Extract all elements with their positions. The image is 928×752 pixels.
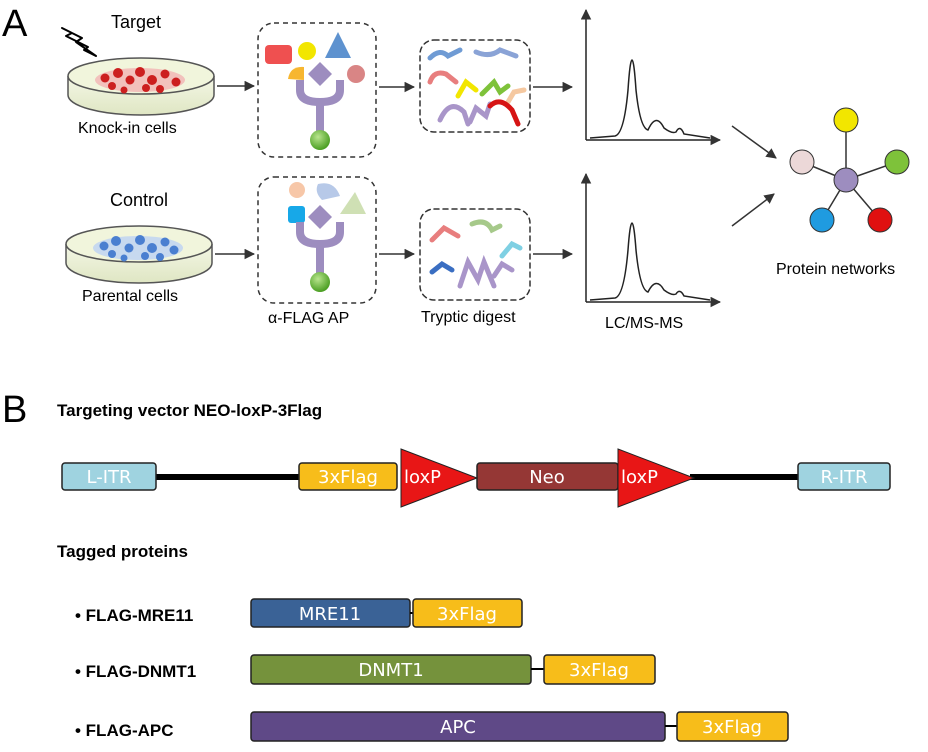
digest-label: Tryptic digest xyxy=(421,309,516,326)
knockin-cells xyxy=(100,67,181,94)
arrow-ms-network-bottom xyxy=(731,193,775,227)
digest-box-control xyxy=(419,208,531,301)
protein-label: • FLAG-MRE11 xyxy=(75,606,193,625)
protein-row-apc: • FLAG-APC APC 3xFlag xyxy=(75,711,789,742)
lcms-label: LC/MS-MS xyxy=(605,315,683,332)
protein-network xyxy=(789,107,910,233)
digest-box-target xyxy=(419,39,531,133)
tagged-title: Tagged proteins xyxy=(57,542,188,561)
loxp2-text: loxP xyxy=(621,467,658,488)
flag-text: 3xFlag xyxy=(702,717,762,738)
node-yellow xyxy=(833,107,859,133)
litr-segment xyxy=(61,462,157,491)
node-center xyxy=(833,167,859,193)
flag-segment xyxy=(543,654,656,685)
protein-label: • FLAG-DNMT1 xyxy=(75,662,196,681)
bead-icon xyxy=(310,130,330,150)
flag-segment xyxy=(676,711,789,742)
vector-construct: L-ITR 3xFlag loxP Neo loxP R-ITR xyxy=(61,448,891,508)
panel-a-letter: A xyxy=(2,3,28,45)
vector-title: Targeting vector NEO-loxP-3Flag xyxy=(57,401,322,420)
flag-segment xyxy=(298,462,398,491)
flag-text: 3xFlag xyxy=(437,604,497,625)
ap-box-control xyxy=(257,176,377,304)
protein-row-mre11: • FLAG-MRE11 MRE11 3xFlag xyxy=(75,598,523,628)
loxp2-triangle xyxy=(617,448,696,508)
knockin-label: Knock-in cells xyxy=(78,120,177,137)
lightning-icon xyxy=(61,27,97,57)
protein-name: APC xyxy=(440,717,476,738)
flag-text: 3xFlag xyxy=(318,467,378,488)
node-pink xyxy=(789,149,815,175)
control-label: Control xyxy=(110,190,168,210)
node-green xyxy=(884,149,910,175)
panel-b-letter: B xyxy=(2,389,27,431)
protein-name: DNMT1 xyxy=(358,660,423,681)
litr-text: L-ITR xyxy=(86,467,131,488)
node-red xyxy=(867,207,893,233)
protein-label: • FLAG-APC xyxy=(75,721,174,740)
network-label: Protein networks xyxy=(776,261,895,278)
node-blue xyxy=(809,207,835,233)
control-dish xyxy=(65,225,213,284)
ap-box-target xyxy=(257,22,377,158)
ritr-segment xyxy=(797,462,891,491)
parental-cells xyxy=(99,235,179,262)
loxp1-text: loxP xyxy=(404,467,441,488)
protein-name: MRE11 xyxy=(299,604,361,625)
loxp1-triangle xyxy=(400,448,479,508)
neo-text: Neo xyxy=(529,467,565,488)
parental-label: Parental cells xyxy=(82,288,178,305)
target-label: Target xyxy=(111,12,161,32)
chromatogram-target xyxy=(580,8,722,146)
ritr-text: R-ITR xyxy=(820,467,867,488)
arrow-ms-network-top xyxy=(731,125,777,159)
protein-row-dnmt1: • FLAG-DNMT1 DNMT1 3xFlag xyxy=(75,654,656,685)
target-dish xyxy=(67,57,215,116)
flag-segment xyxy=(412,598,523,628)
chromatogram-control xyxy=(580,172,722,308)
flag-text: 3xFlag xyxy=(569,660,629,681)
ap-label: α-FLAG AP xyxy=(268,310,349,327)
